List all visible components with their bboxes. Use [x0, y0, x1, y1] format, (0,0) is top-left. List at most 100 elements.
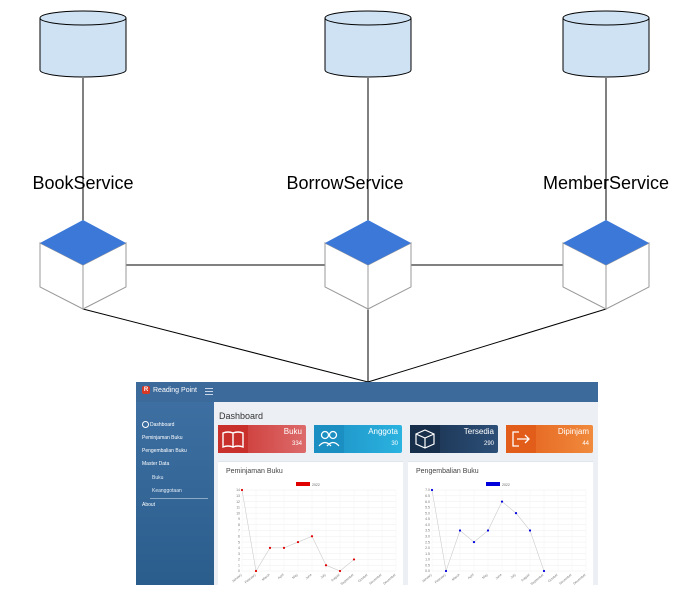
x-tick-label: October — [357, 572, 369, 583]
data-point — [528, 529, 532, 532]
y-tick-label: 13 — [236, 494, 240, 498]
chart-pengembalian: 20220.00.51.01.52.02.53.03.54.04.55.05.5… — [421, 482, 587, 585]
stat-label: Tersedia — [463, 427, 494, 436]
stat-box-dipinjam: Dipinjam 44 — [506, 425, 593, 453]
y-tick-label: 5.5 — [425, 506, 430, 510]
sidebar-item-keanggotaan[interactable]: Keanggotaan — [152, 488, 182, 494]
legend-swatch — [296, 482, 310, 486]
y-tick-label: 2 — [238, 558, 240, 562]
x-tick-label: August — [330, 573, 340, 583]
stat-label: Buku — [283, 427, 302, 436]
data-point — [430, 488, 434, 492]
y-tick-label: 1 — [238, 563, 240, 567]
x-tick-label: May — [481, 572, 489, 579]
stat-box-tersedia: Tersedia 290 — [410, 425, 498, 453]
database-borrow — [324, 10, 412, 78]
y-tick-label: 3 — [238, 552, 240, 556]
y-tick-label: 4.0 — [425, 523, 430, 527]
y-tick-label: 8 — [238, 523, 240, 527]
dashboard-topbar: R Reading Point — [136, 382, 598, 402]
data-point — [458, 529, 462, 532]
stat-label: Anggota — [368, 427, 398, 436]
legend-label: 2022 — [312, 483, 320, 487]
data-point — [240, 488, 244, 492]
legend-label: 2022 — [502, 483, 510, 487]
x-tick-label: July — [320, 572, 327, 579]
data-point — [338, 569, 342, 573]
brand[interactable]: R Reading Point — [142, 386, 197, 394]
app-name: Reading Point — [153, 386, 197, 394]
y-tick-label: 11 — [236, 506, 240, 510]
stat-value: 290 — [483, 441, 494, 447]
x-tick-label: May — [291, 572, 299, 579]
book-icon — [218, 425, 248, 453]
app-logo: R — [142, 386, 150, 394]
x-tick-label: April — [467, 573, 475, 580]
page-title: Dashboard — [219, 411, 264, 421]
service-node-book — [39, 220, 127, 310]
y-tick-label: 6.5 — [425, 494, 430, 498]
data-point — [282, 546, 286, 549]
service-label-borrow: BorrowService — [286, 173, 404, 193]
x-tick-label: March — [261, 573, 271, 582]
sidebar-item-label: Dashboard — [150, 421, 175, 428]
data-point — [310, 535, 314, 538]
x-tick-label: January — [231, 572, 243, 583]
sidebar-item-pengembalian[interactable]: Pengembalian Buku — [142, 448, 187, 454]
sidebar-item-peminjaman[interactable]: Peminjaman Buku — [142, 435, 183, 441]
y-tick-label: 0.0 — [425, 569, 430, 573]
dashboard-icon — [142, 421, 149, 428]
stat-label: Dipinjam — [557, 427, 589, 436]
x-tick-label: April — [277, 573, 285, 580]
data-point — [254, 569, 258, 573]
y-tick-label: 9 — [238, 517, 240, 521]
y-tick-label: 3.5 — [425, 529, 430, 533]
sign-out-icon — [506, 425, 536, 453]
y-tick-label: 7 — [238, 529, 240, 533]
ui-link-book — [82, 308, 369, 383]
y-tick-label: 0.5 — [425, 563, 430, 567]
x-tick-label: July — [510, 572, 517, 579]
chart-title: Peminjaman Buku — [226, 468, 283, 475]
y-tick-label: 5.0 — [425, 511, 430, 515]
ui-link-member — [367, 308, 607, 383]
y-tick-label: 4.5 — [425, 517, 430, 521]
y-tick-label: 6.0 — [425, 500, 430, 504]
stat-value: 334 — [291, 441, 302, 447]
x-tick-label: January — [421, 572, 433, 583]
data-point — [486, 529, 490, 532]
sidebar-item-about[interactable]: About — [142, 502, 156, 508]
connector-lines — [82, 78, 607, 383]
sidebar-item-buku[interactable]: Buku — [152, 475, 164, 481]
data-point — [268, 546, 272, 549]
y-tick-label: 1.0 — [425, 558, 430, 562]
x-tick-label: October — [547, 572, 559, 583]
x-tick-label: September — [340, 572, 356, 585]
y-tick-label: 10 — [236, 511, 240, 515]
x-tick-label: June — [305, 573, 313, 581]
x-tick-label: February — [244, 572, 257, 584]
stat-box-buku: Buku 334 — [218, 425, 306, 453]
stat-box-anggota: Anggota 30 — [314, 425, 402, 453]
sidebar-item-master-data[interactable]: Master Data — [142, 461, 170, 467]
data-point — [500, 500, 504, 503]
service-label-member: MemberService — [542, 173, 670, 193]
y-tick-label: 14 — [236, 488, 240, 492]
users-icon — [314, 425, 344, 453]
x-tick-label: September — [530, 572, 546, 585]
x-tick-label: August — [520, 573, 530, 583]
legend-swatch — [486, 482, 500, 486]
y-tick-label: 3.0 — [425, 534, 430, 538]
sidebar-item-dashboard[interactable]: Dashboard — [142, 421, 174, 428]
service-node-borrow — [324, 220, 412, 310]
y-tick-label: 5 — [238, 540, 240, 544]
menu-toggle-icon[interactable] — [205, 388, 213, 395]
x-tick-label: December — [572, 572, 587, 585]
database-book — [39, 10, 127, 78]
data-point — [352, 558, 356, 561]
sidebar: Dashboard Peminjaman Buku Pengembalian B… — [136, 402, 214, 585]
x-tick-label: November — [368, 572, 383, 585]
sidebar-divider — [150, 498, 208, 499]
